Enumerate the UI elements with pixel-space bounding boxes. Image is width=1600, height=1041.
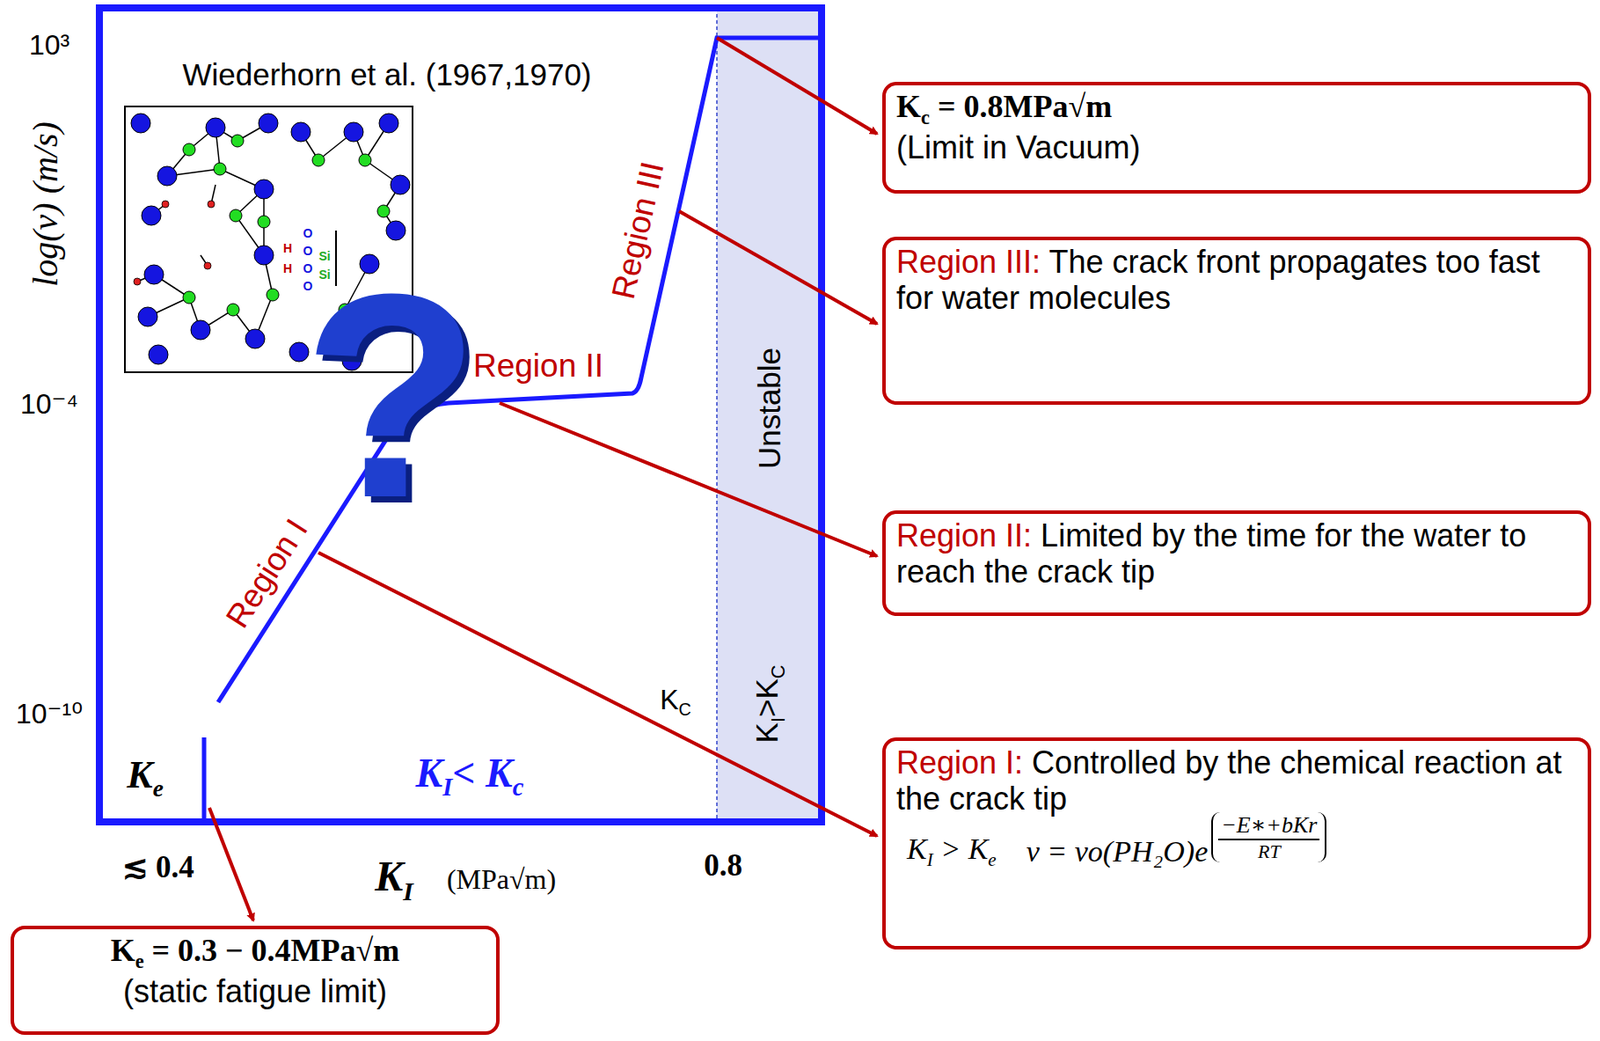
callout-heading: Region I:	[896, 744, 1023, 781]
subscript: e	[987, 848, 996, 870]
subscript: I	[927, 848, 934, 870]
formula: KI > Ke	[906, 831, 997, 870]
subscript: e	[135, 949, 145, 972]
callout-heading: Region II:	[896, 517, 1032, 554]
subscript: I	[442, 773, 453, 801]
callout-text: (static fatigue limit)	[24, 972, 486, 1009]
axis-tick: ≲ 0.4	[122, 850, 195, 885]
formula: v = vo(PH₂O)e	[1026, 833, 1209, 869]
crack-velocity-curve	[204, 37, 822, 822]
question-mark: ?	[302, 250, 481, 541]
callout-text: (Limit in Vacuum)	[896, 129, 1578, 166]
axis-tick: 10⁻¹⁰	[15, 698, 83, 730]
atom-label: H	[283, 262, 293, 276]
unstable-band-fill	[716, 7, 822, 822]
axis-title: KI	[374, 853, 414, 906]
axis-tick: 10³	[29, 29, 70, 61]
exponent-fraction: −E∗+bKrRT	[1211, 811, 1327, 863]
axis-title: log(v) (m/s)	[26, 121, 66, 287]
plot-frame	[99, 7, 822, 822]
axis-tick: 0.8	[703, 848, 743, 884]
kc-label: KC	[659, 684, 692, 720]
callout-box: Region III: The crack front propagates t…	[882, 236, 1592, 405]
subscript: C	[679, 699, 692, 719]
callout-paragraph: Region III: The crack front propagates t…	[896, 243, 1578, 317]
callout-box: Ke = 0.3 − 0.4MPa√m(static fatigue limit…	[10, 925, 500, 1035]
callout-heading: Kc = 0.8MPa√m	[896, 88, 1578, 130]
band-label: Unstable	[752, 347, 788, 469]
axis-unit: (MPa√m)	[446, 863, 556, 895]
subscript: C	[767, 664, 790, 680]
formula-row: KI > Kev = vo(PH₂O)e−E∗+bKrRT	[906, 825, 1578, 877]
callout-heading: Ke = 0.3 − 0.4MPa√m	[24, 932, 486, 973]
ke-label: Ke	[126, 753, 163, 802]
subscript: I	[767, 716, 790, 723]
formula: −E∗+bKr	[1218, 811, 1320, 841]
callout-box: Kc = 0.8MPa√m(Limit in Vacuum)	[882, 81, 1592, 194]
leader-lines	[209, 37, 877, 921]
axis-tick: 10⁻⁴	[20, 388, 79, 420]
callout-heading: Region III:	[896, 243, 1041, 280]
region-label: Region II	[473, 348, 604, 385]
subscript: I	[402, 876, 414, 906]
callout-box: Region I: Controlled by the chemical rea…	[882, 737, 1592, 950]
subscript: c	[512, 773, 525, 801]
formula: RT	[1257, 840, 1281, 863]
atom-label: O	[303, 226, 314, 241]
condition-label: KI< Kc	[416, 751, 525, 802]
subscript: c	[920, 106, 930, 129]
callout-paragraph: Region II: Limited by the time for the w…	[896, 517, 1578, 591]
subscript: e	[153, 774, 164, 802]
kc-dashed-line	[715, 7, 718, 822]
callout-paragraph: Region I: Controlled by the chemical rea…	[896, 744, 1578, 818]
source-citation: Wiederhorn et al. (1967,1970)	[182, 58, 592, 93]
atom-label: H	[283, 241, 293, 256]
band-label: KI>KC	[749, 664, 790, 744]
callout-box: Region II: Limited by the time for the w…	[882, 510, 1592, 616]
